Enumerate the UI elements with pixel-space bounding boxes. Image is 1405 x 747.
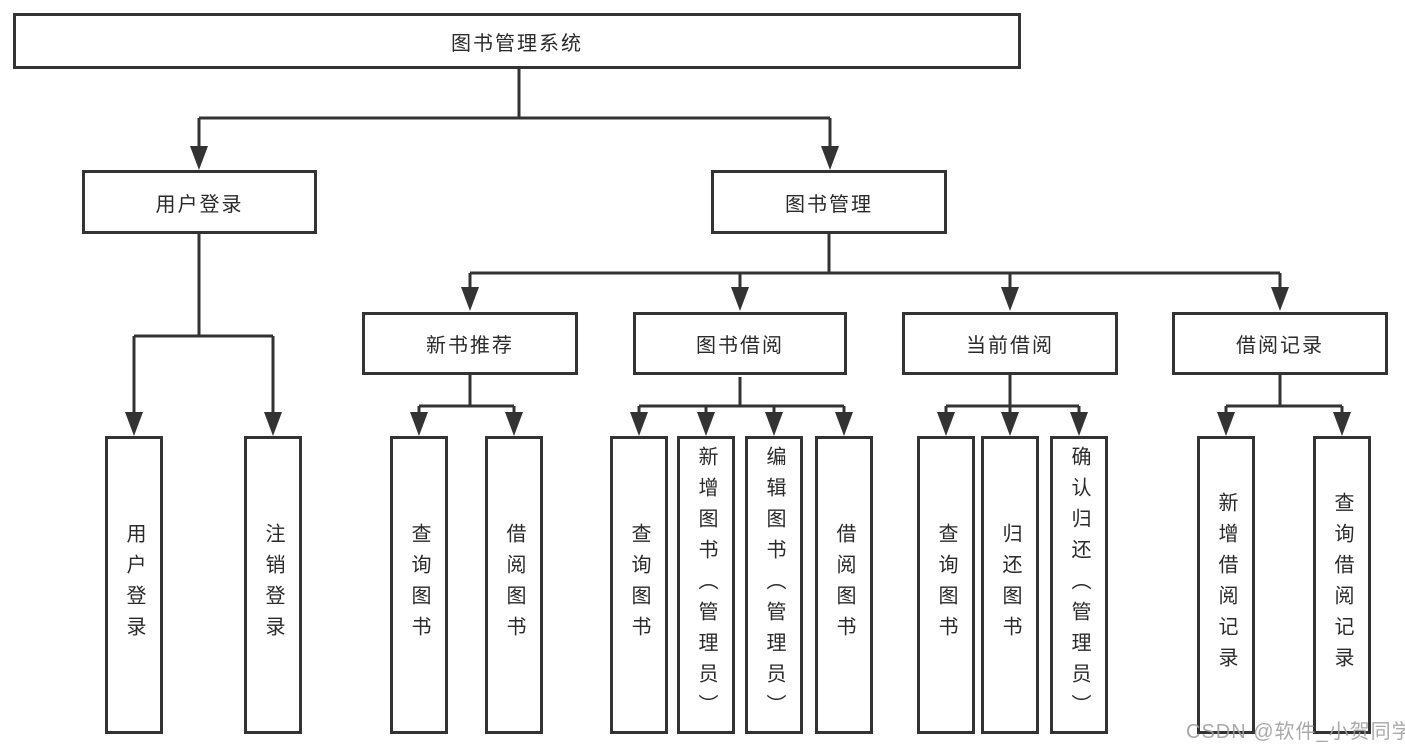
leaf-query-books-current-label: 查询图书: [935, 523, 957, 647]
leaf-user-login: 用户登录: [105, 436, 163, 734]
leaf-query-borrow-record-label: 查询借阅记录: [1331, 492, 1353, 678]
leaf-borrow-books-borrowing-label: 借阅图书: [833, 523, 855, 647]
leaf-edit-books-admin-label: 编辑图书（管理员）: [763, 445, 785, 725]
node-book-management-label: 图书管理: [785, 193, 873, 216]
leaf-logout-login: 注销登录: [244, 436, 302, 734]
node-book-borrowing: 图书借阅: [633, 312, 847, 375]
leaf-confirm-return-admin-label: 确认归还（管理员）: [1068, 445, 1090, 725]
watermark: CSDN @软件_小贺同学: [1186, 721, 1405, 743]
leaf-query-books-current: 查询图书: [917, 436, 975, 734]
leaf-query-books-borrowing-label: 查询图书: [628, 523, 650, 647]
node-user-login: 用户登录: [82, 170, 317, 234]
node-borrowing-records: 借阅记录: [1172, 312, 1388, 375]
node-system-root: 图书管理系统: [13, 13, 1021, 69]
leaf-logout-login-label: 注销登录: [262, 523, 284, 647]
leaf-query-books-borrowing: 查询图书: [610, 436, 668, 734]
node-current-borrowing-label: 当前借阅: [966, 335, 1054, 357]
leaf-query-books-recommend: 查询图书: [390, 436, 448, 734]
leaf-add-borrow-record-label: 新增借阅记录: [1215, 492, 1237, 678]
node-new-book-recommend-label: 新书推荐: [426, 335, 514, 357]
leaf-borrow-books-recommend: 借阅图书: [485, 436, 543, 734]
leaf-add-books-admin-label: 新增图书（管理员）: [695, 445, 717, 725]
leaf-return-books-label: 归还图书: [999, 523, 1021, 647]
node-new-book-recommend: 新书推荐: [362, 312, 578, 375]
node-current-borrowing: 当前借阅: [902, 312, 1118, 375]
leaf-borrow-books-borrowing: 借阅图书: [815, 436, 873, 734]
leaf-query-borrow-record: 查询借阅记录: [1313, 436, 1371, 734]
leaf-add-books-admin: 新增图书（管理员）: [677, 436, 735, 734]
node-borrowing-records-label: 借阅记录: [1236, 335, 1324, 357]
leaf-add-borrow-record: 新增借阅记录: [1197, 436, 1255, 734]
node-system-root-label: 图书管理系统: [451, 32, 583, 55]
node-book-borrowing-label: 图书借阅: [696, 335, 784, 357]
leaf-query-books-recommend-label: 查询图书: [408, 523, 430, 647]
node-user-login-label: 用户登录: [155, 193, 244, 216]
leaf-return-books: 归还图书: [981, 436, 1039, 734]
node-book-management: 图书管理: [711, 170, 947, 234]
leaf-confirm-return-admin: 确认归还（管理员）: [1050, 436, 1108, 734]
leaf-edit-books-admin: 编辑图书（管理员）: [745, 436, 803, 734]
leaf-borrow-books-recommend-label: 借阅图书: [503, 523, 525, 647]
leaf-user-login-label: 用户登录: [123, 523, 145, 647]
